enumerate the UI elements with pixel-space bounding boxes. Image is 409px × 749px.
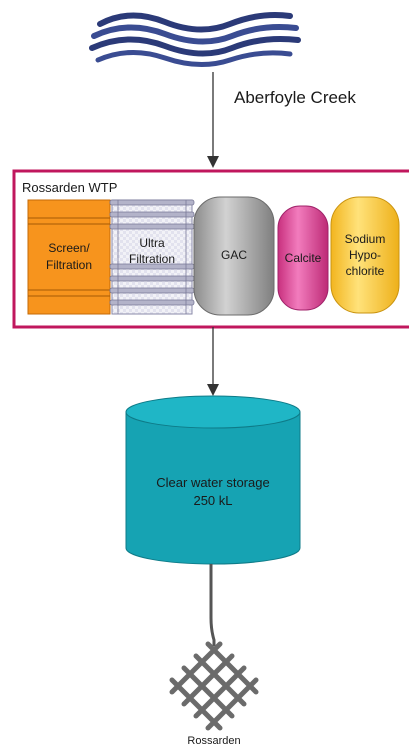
screen-label-line2: Filtration	[46, 258, 92, 272]
gac-vessel	[193, 196, 275, 316]
screen-label-line1: Screen/	[48, 241, 90, 255]
sodium-label-line1: Sodium	[345, 232, 386, 246]
calcite-label: Calcite	[285, 251, 322, 265]
gac-label: GAC	[221, 248, 247, 262]
arrow-plant-to-storage	[207, 327, 219, 396]
plant-title: Rossarden WTP	[22, 180, 117, 195]
reticulation-network-icon	[169, 641, 259, 731]
ultra-label-line1: Ultra	[139, 236, 165, 250]
supply-pipe	[209, 564, 216, 646]
ultra-filtration-unit	[109, 199, 195, 315]
sodium-hypochlorite-vessel	[330, 196, 400, 314]
destination-label: Rossarden	[187, 735, 240, 747]
ultra-label-line2: Filtration	[129, 252, 175, 266]
calcite-vessel	[277, 205, 329, 311]
storage-label: Clear water storage	[156, 475, 269, 490]
arrow-creek-to-plant	[207, 72, 219, 168]
screen-filtration-unit	[27, 199, 111, 315]
creek-waves-icon	[89, 12, 301, 68]
storage-capacity: 250 kL	[193, 493, 232, 508]
clear-water-storage-tank	[125, 395, 301, 565]
sodium-label-line2: Hypo-	[349, 248, 381, 262]
sodium-label-line3: chlorite	[346, 264, 385, 278]
source-label: Aberfoyle Creek	[234, 88, 356, 107]
